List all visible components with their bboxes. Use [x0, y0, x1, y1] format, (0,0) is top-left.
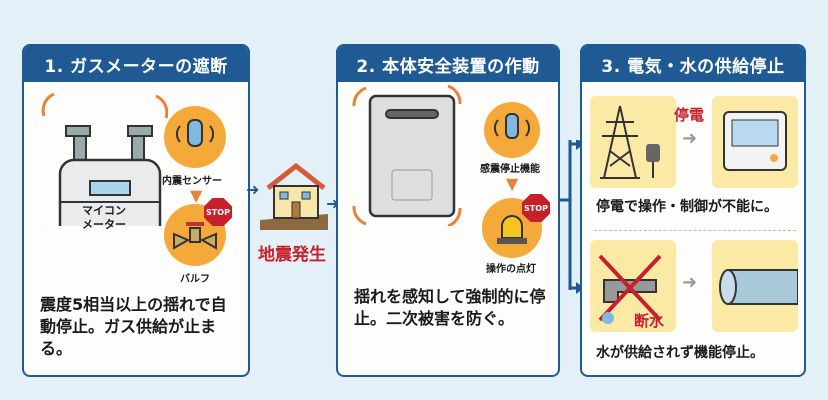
valve-label: バルフ [180, 274, 210, 285]
down-arrow-icon: ▼ [190, 186, 203, 205]
earthquake-label: 地震発生 [258, 245, 326, 265]
gas-meter-icon [41, 92, 168, 226]
stop-sign-icon: STOP [522, 194, 550, 222]
down-arrow-icon: ▼ [506, 174, 519, 193]
water-outage-box [590, 240, 676, 332]
water-outage-label: 断水 [634, 312, 665, 330]
panel-description: 揺れを感知して強制的に停止。二次被害を防ぐ。 [354, 287, 546, 328]
remote-controller-icon [723, 111, 787, 171]
faucet-crossed-icon [598, 254, 662, 324]
lamp-label: 操作の点灯 [486, 264, 536, 275]
power-outage-box [590, 96, 676, 188]
flow-arrow-icon: ➜ [246, 180, 260, 199]
sensor-circle [164, 106, 226, 168]
divider [594, 230, 796, 231]
stop-sign-icon: STOP [204, 198, 232, 226]
pipe-box [712, 240, 799, 332]
power-outage-label: 停電 [674, 106, 705, 124]
sensor-label: 内震センサー [162, 176, 222, 187]
panel-title: 2. 本体安全装置の作動 [338, 46, 558, 82]
water-heater-icon [352, 84, 462, 226]
meter-label: マイコン メーター [82, 204, 126, 231]
panel-utility-stop: 3. 電気・水の供給停止 停電 ➜ 停電で操作・制御が不能に。 断水 ➜ 水が供… [580, 44, 806, 377]
arrow-icon: ➜ [682, 128, 698, 149]
house-icon [260, 162, 328, 230]
power-tower-icon [600, 105, 660, 179]
water-description: 水が供給されず機能停止。 [596, 345, 764, 361]
pipe-icon [719, 269, 799, 305]
panel-title: 1. ガスメーターの遮断 [24, 46, 248, 82]
panel-gas-meter: 1. ガスメーターの遮断 マイコン メーター 内震センサー ▼ STOP バルフ… [22, 44, 250, 377]
controller-box [712, 96, 798, 188]
panel-title: 3. 電気・水の供給停止 [582, 46, 804, 82]
sensor-label: 感震停止機能 [480, 164, 540, 175]
arrow-icon: ➜ [682, 272, 698, 293]
panel-description: 震度5相当以上の揺れで自動停止。ガス供給が止まる。 [40, 295, 227, 358]
sensor-circle [484, 102, 540, 158]
branch-arrow-icon [558, 140, 584, 294]
power-description: 停電で操作・制御が不能に。 [596, 199, 778, 215]
panel-safety-device: 2. 本体安全装置の作動 感震停止機能 ▼ STOP 操作の点灯 揺れを感知して… [336, 44, 560, 377]
